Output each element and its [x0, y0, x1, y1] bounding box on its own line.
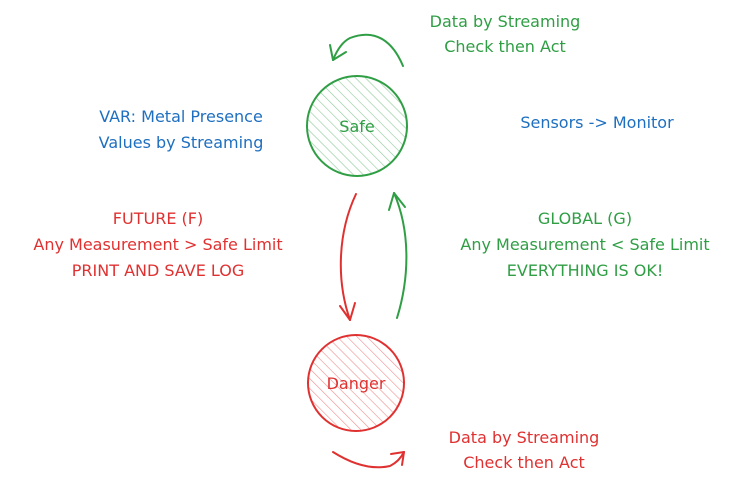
danger-loop-arrow: [332, 451, 405, 469]
global-label-title: GLOBAL (G): [538, 209, 632, 228]
var-note-line1: VAR: Metal Presence: [99, 107, 263, 126]
safe-loop-note-line2: Check then Act: [444, 37, 566, 56]
danger-loop-note-line1: Data by Streaming: [449, 428, 600, 447]
safe-loop-arrow: [329, 33, 404, 67]
global-label-status: EVERYTHING IS OK!: [507, 261, 663, 280]
var-note-line2: Values by Streaming: [99, 133, 264, 152]
future-label-condition: Any Measurement > Safe Limit: [33, 235, 282, 254]
danger-loop-note-line2: Check then Act: [463, 453, 585, 472]
future-label-title: FUTURE (F): [113, 209, 203, 228]
safe-loop-note-line1: Data by Streaming: [430, 12, 581, 31]
global-transition-arrow: [388, 192, 408, 319]
global-label-condition: Any Measurement < Safe Limit: [460, 235, 709, 254]
danger-state-circle: [307, 334, 405, 432]
future-transition-arrow: [339, 193, 357, 321]
safe-state-circle: [306, 75, 408, 177]
safe-state-label: Safe: [339, 117, 374, 136]
danger-state-label: Danger: [327, 374, 386, 393]
danger-state: Danger: [307, 334, 405, 432]
safe-state: Safe: [306, 75, 408, 177]
future-label-action: PRINT AND SAVE LOG: [72, 261, 244, 280]
sensors-monitor-label: Sensors -> Monitor: [520, 113, 674, 132]
